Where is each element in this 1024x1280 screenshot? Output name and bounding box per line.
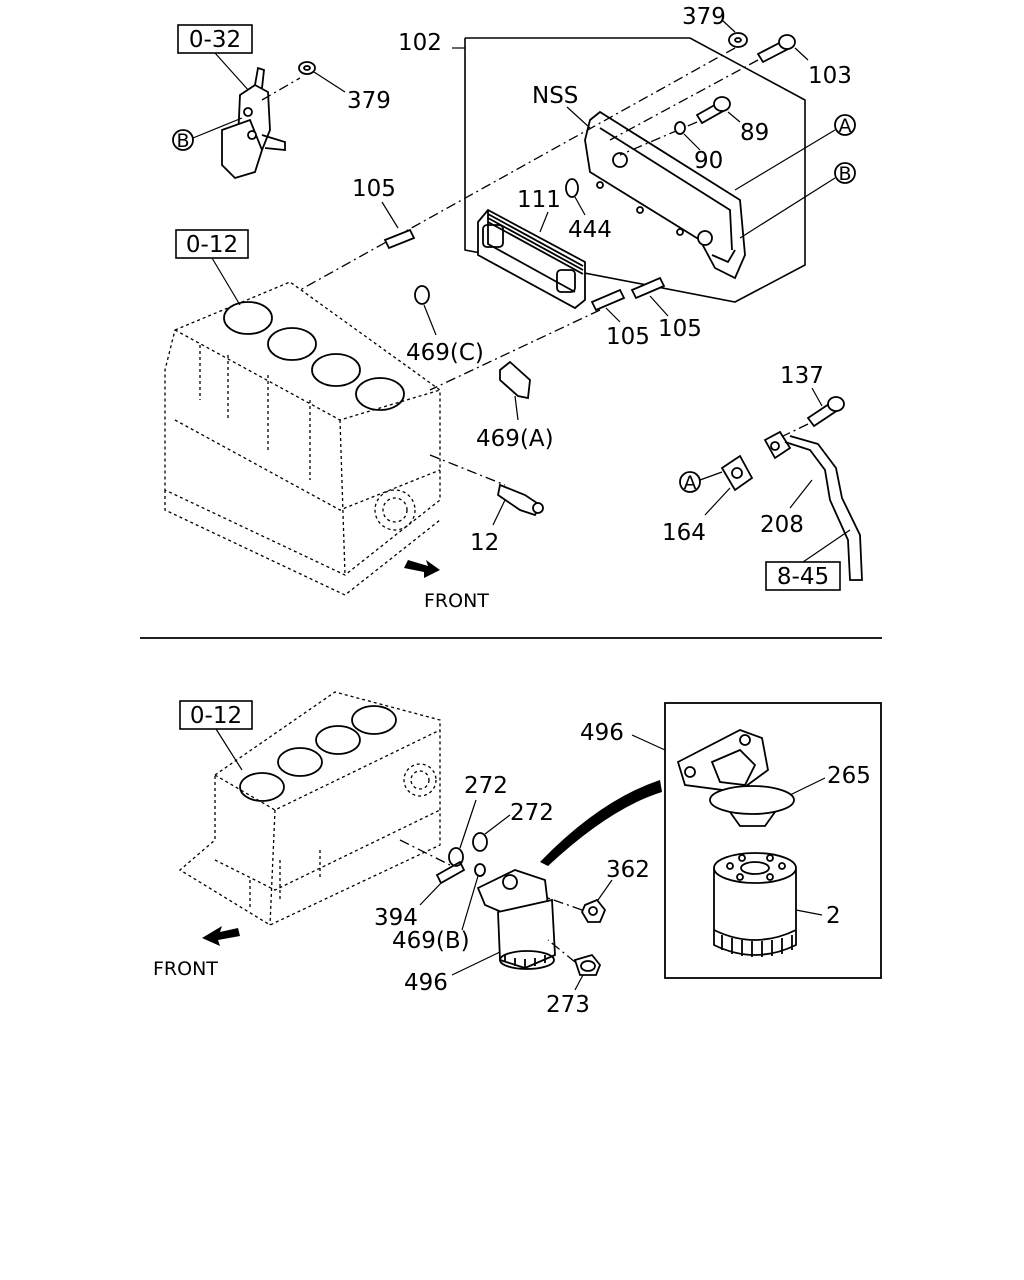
- front-arrow-bottom: [202, 926, 240, 946]
- bolt-137: [806, 396, 845, 428]
- detail-box: [664, 702, 882, 979]
- ref-box-0-12-top[interactable]: 0-12: [175, 229, 249, 259]
- label-394: 394: [374, 905, 418, 931]
- cooler-housing: [584, 110, 746, 280]
- label-105-right: 105: [658, 316, 702, 342]
- label-496-bottom: 496: [404, 970, 448, 996]
- cooler-element-111: [477, 208, 586, 310]
- label-103: 103: [808, 63, 852, 89]
- filter-head-265: [676, 729, 795, 827]
- stud-394: [435, 860, 466, 885]
- label-137: 137: [780, 363, 824, 389]
- circle-a-right: A: [834, 114, 856, 137]
- svg-text:A: A: [684, 472, 697, 494]
- stud-105-right: [630, 276, 666, 300]
- label-105-mid: 105: [606, 324, 650, 350]
- circle-a-lower: A: [679, 471, 701, 494]
- engine-block-bottom: [178, 691, 441, 926]
- label-265: 265: [827, 763, 871, 789]
- o-ring-272-a: [448, 847, 464, 867]
- oil-filter-2: [713, 852, 797, 957]
- label-469a: 469(A): [476, 426, 554, 452]
- ref-0-12-bottom-label: 0-12: [190, 703, 242, 729]
- gasket-469a: [499, 360, 531, 400]
- thermostat-housing: [221, 66, 286, 180]
- label-273: 273: [546, 992, 590, 1018]
- fitting-12: [497, 483, 544, 517]
- ref-0-32-label: 0-32: [189, 27, 241, 53]
- label-102: 102: [398, 30, 442, 56]
- stud-105-left: [383, 228, 416, 250]
- label-89: 89: [740, 120, 769, 146]
- washer-90: [674, 121, 686, 135]
- oil-cooler-assembly-outline: [452, 37, 806, 303]
- label-379-left: 379: [347, 88, 391, 114]
- o-ring-469b: [474, 863, 486, 877]
- oil-filter-assembly-small: [476, 869, 556, 970]
- nut-362: [580, 898, 607, 923]
- label-164: 164: [662, 520, 706, 546]
- label-379-top: 379: [682, 4, 726, 30]
- label-nss: NSS: [532, 83, 578, 109]
- label-105-left: 105: [352, 176, 396, 202]
- label-469b: 469(B): [392, 928, 470, 954]
- label-469c: 469(C): [406, 340, 484, 366]
- o-ring-444: [565, 178, 579, 198]
- nut-379-left: [298, 61, 316, 75]
- ref-box-8-45[interactable]: 8-45: [765, 561, 841, 591]
- label-208: 208: [760, 512, 804, 538]
- circle-b-right: B: [834, 162, 856, 185]
- engine-block-top: [164, 281, 441, 596]
- front-arrow-top: [404, 560, 440, 578]
- svg-text:B: B: [838, 163, 851, 185]
- o-ring-272-b: [472, 832, 488, 852]
- svg-text:B: B: [176, 130, 189, 152]
- label-496-top: 496: [580, 720, 624, 746]
- bolt-89: [695, 96, 731, 125]
- ref-box-0-32[interactable]: 0-32: [177, 24, 253, 54]
- label-12: 12: [470, 530, 499, 556]
- label-90: 90: [694, 148, 723, 174]
- label-2: 2: [826, 903, 841, 929]
- ref-box-0-12-bottom[interactable]: 0-12: [179, 700, 253, 730]
- pipe-208: [763, 430, 863, 581]
- ref-0-12-top-label: 0-12: [186, 232, 238, 258]
- gasket-164: [720, 454, 754, 492]
- ref-8-45-label: 8-45: [777, 564, 829, 590]
- bolt-103: [756, 34, 796, 64]
- bolt-273: [573, 953, 602, 976]
- label-111: 111: [517, 187, 561, 213]
- svg-text:A: A: [839, 115, 852, 137]
- label-272-b: 272: [510, 800, 554, 826]
- stud-105-mid: [590, 288, 626, 312]
- label-444: 444: [568, 217, 612, 243]
- label-362: 362: [606, 857, 650, 883]
- circle-b-left: B: [172, 129, 194, 152]
- nut-379-top: [728, 32, 748, 48]
- o-ring-469c: [414, 285, 430, 305]
- label-272-a: 272: [464, 773, 508, 799]
- front-label-top: FRONT: [424, 590, 489, 612]
- detail-leader-wedge: [540, 780, 662, 866]
- front-label-bottom: FRONT: [153, 958, 218, 980]
